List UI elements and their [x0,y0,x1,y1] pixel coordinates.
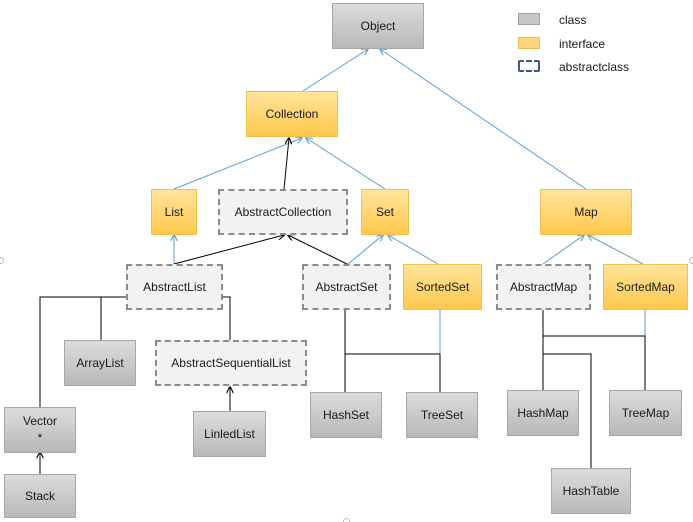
node-collection: Collection [246,91,338,137]
legend-abstract-label: abstractclass [559,60,630,74]
node-stack: Stack [4,474,76,518]
edge-set-collection [306,138,386,190]
canvas-resize-handle-right [689,257,693,264]
node-tree-map: TreeMap [609,390,682,436]
edge-map-object [380,49,587,190]
node-tree-set: TreeSet [406,392,478,438]
node-abstract-list: AbstractList [126,264,223,310]
edge-abstractlist-abstractcollection [173,235,284,265]
node-abstract-sequential-list: AbstractSequentialList [155,340,307,386]
node-sorted-map: SortedMap [603,264,688,310]
canvas-resize-handle-bottom [343,518,350,522]
legend-interface-swatch [518,37,540,49]
node-hash-set: HashSet [310,392,382,438]
edge-abstractcollection-collection [283,138,289,190]
edge-abstractmap-map [542,235,584,265]
edge-treemap-abstractmap [543,335,646,390]
node-list: List [151,189,197,235]
edge-sortedmap-map [588,235,644,265]
edge-hashtable-abstractmap [543,353,592,468]
edge-list-collection [173,138,302,190]
legend-class-label: class [559,13,587,27]
node-map: Map [540,189,632,235]
node-hash-map: HashMap [507,390,579,436]
node-linked-list: LinledList [193,411,266,457]
node-array-list: ArrayList [64,340,136,386]
edge-abstractset-set [347,235,383,265]
legend-class-swatch [518,13,540,25]
node-abstract-set: AbstractSet [302,264,391,310]
node-vector: Vector * [4,407,76,453]
canvas-resize-handle-left [0,257,4,264]
node-object: Object [332,3,424,49]
node-hash-table: HashTable [551,468,631,514]
legend-abstract-swatch [518,60,540,72]
legend-interface-label: interface [559,37,606,51]
node-sorted-set: SortedSet [403,264,482,310]
edge-collection-object [302,49,368,92]
edge-abstractset-abstractcollection [288,235,348,265]
edge-sortedset-set [388,235,439,265]
node-abstract-collection: AbstractCollection [218,189,348,235]
node-set: Set [361,189,409,235]
node-abstract-map: AbstractMap [496,264,591,310]
